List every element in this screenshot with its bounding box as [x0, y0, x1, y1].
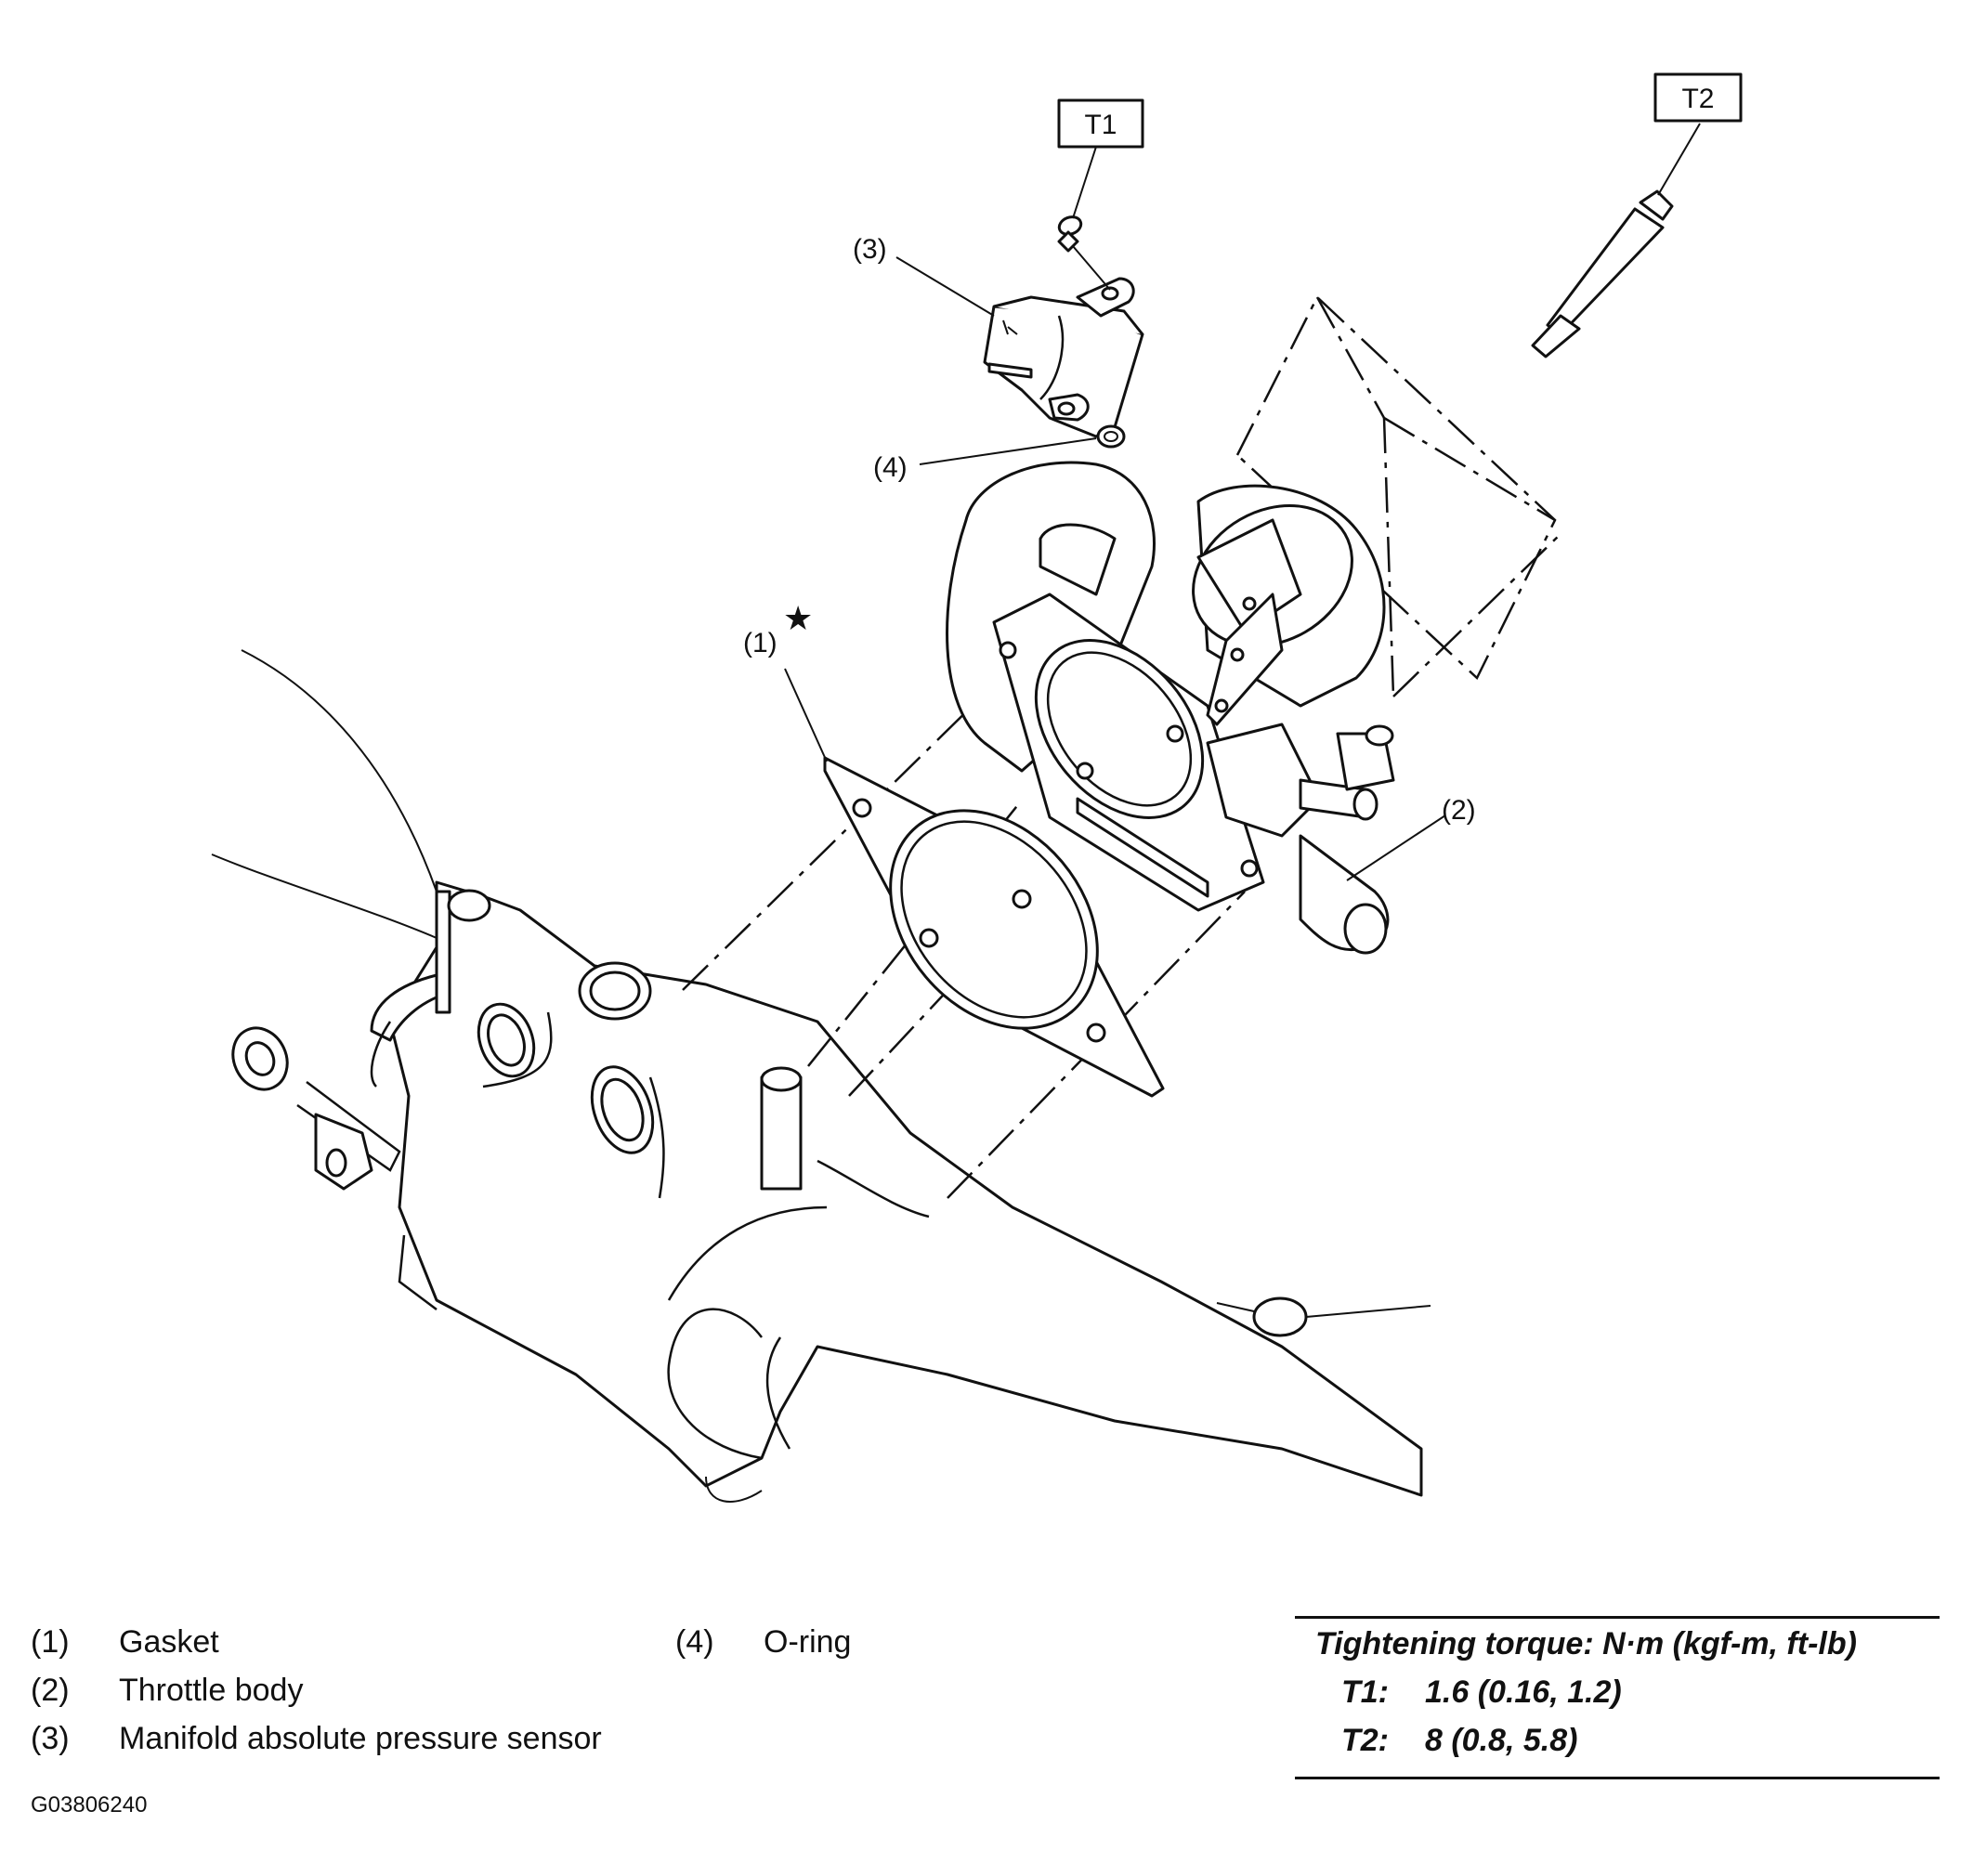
torque-top-rule [1295, 1616, 1940, 1619]
legend-label: Throttle body [119, 1673, 304, 1708]
o-ring [1096, 424, 1126, 449]
legend-item-throttle-body: (2) Throttle body [31, 1666, 602, 1714]
legend-item-map-sensor: (3) Manifold absolute pressure sensor [31, 1714, 602, 1763]
t1-box [1057, 98, 1144, 149]
star-mark: ★ [783, 600, 813, 638]
legend-num: (4) [675, 1624, 714, 1660]
legend-label: O-ring [764, 1624, 852, 1660]
t2-label: T2 [1681, 84, 1714, 114]
gasket [823, 756, 1165, 1098]
legend-label: Manifold absolute pressure sensor [119, 1721, 602, 1756]
legend-num: (2) [31, 1673, 70, 1708]
callout-3: (3) [853, 234, 887, 265]
legend-item-gasket: (1) Gasket [31, 1618, 602, 1666]
torque-value: 8 (0.8, 5.8) [1425, 1723, 1578, 1758]
map-sensor [983, 277, 1144, 438]
legend-num: (1) [31, 1624, 70, 1660]
leader-t2 [1657, 123, 1701, 196]
legend-num: (3) [31, 1721, 70, 1756]
leader-1 [784, 668, 828, 762]
torque-key: T2: [1341, 1723, 1389, 1758]
leader-4 [919, 437, 1097, 465]
t2-box [1653, 72, 1743, 123]
legend-mid: (4) O-ring [675, 1618, 851, 1666]
callout-1: (1) [743, 628, 777, 658]
figure-code: G03806240 [31, 1792, 148, 1817]
alignment-lines [682, 294, 1561, 1199]
torque-table: Tightening torque: N·m (kgf-m, ft-lb) T1… [1295, 1616, 1940, 1779]
callout-2: (2) [1442, 795, 1476, 826]
leader-2 [1346, 814, 1446, 881]
legend-left: (1) Gasket (2) Throttle body (3) Manifol… [31, 1618, 602, 1763]
torque-value: 1.6 (0.16, 1.2) [1425, 1674, 1622, 1710]
leader-t1 [1072, 146, 1097, 219]
bolt-t2 [1531, 189, 1674, 358]
torque-heading: Tightening torque: N·m (kgf-m, ft-lb) [1315, 1626, 1857, 1661]
t1-label: T1 [1084, 110, 1117, 140]
torque-row-t2: T2: 8 (0.8, 5.8) [1295, 1723, 1940, 1771]
leader-3 [895, 256, 995, 317]
hose-line-lower [211, 853, 438, 939]
torque-bottom-rule [1295, 1777, 1940, 1779]
screw-t1 [1057, 215, 1111, 291]
hose-line-upper [241, 649, 438, 892]
intake-manifold [231, 880, 1431, 1503]
legend-item-o-ring: (4) O-ring [675, 1618, 851, 1666]
torque-row-t1: T1: 1.6 (0.16, 1.2) [1295, 1674, 1940, 1723]
callout-4: (4) [873, 452, 908, 483]
legend-label: Gasket [119, 1624, 219, 1660]
throttle-body [946, 461, 1395, 955]
torque-key: T1: [1341, 1674, 1389, 1710]
